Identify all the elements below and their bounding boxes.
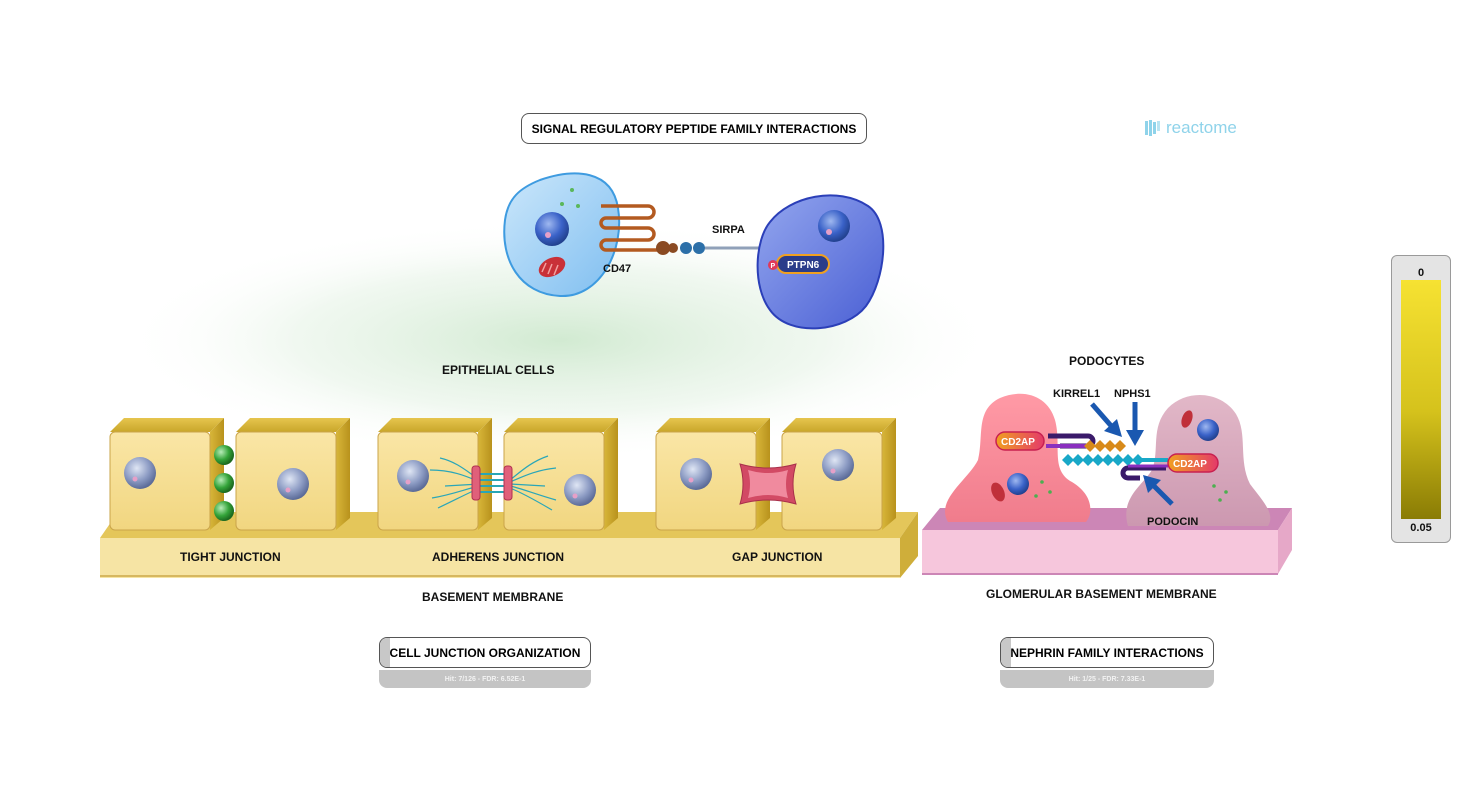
glomerular-basement-membrane-label: GLOMERULAR BASEMENT MEMBRANE [986, 587, 1217, 601]
basement-membrane-label: BASEMENT MEMBRANE [422, 590, 563, 604]
macrophage-cell[interactable] [503, 172, 621, 298]
mitochondrion-icon [991, 482, 1005, 502]
epithelial-cell[interactable] [503, 418, 618, 531]
cd2ap-protein-left[interactable]: CD2AP [995, 431, 1045, 451]
nephrin-pathway-box[interactable]: NEPHRIN FAMILY INTERACTIONS [1000, 637, 1214, 668]
podocytes-label: PODOCYTES [1069, 354, 1144, 368]
coverage-bar [1001, 638, 1011, 667]
nucleus-icon [397, 460, 429, 492]
sirpa-label: SIRPA [712, 224, 745, 236]
podocyte-cell-left[interactable] [945, 393, 1091, 522]
svg-text:CD2AP: CD2AP [1173, 459, 1207, 470]
coverage-bar [380, 638, 390, 667]
mitochondrion-icon [538, 256, 566, 278]
sirp-pathway-title: SIGNAL REGULATORY PEPTIDE FAMILY INTERAC… [531, 121, 857, 136]
tight-junction-label: TIGHT JUNCTION [180, 550, 281, 564]
arrow-icon [1143, 475, 1174, 506]
mitochondrion-icon [1181, 410, 1193, 428]
nephrin-stat: Hit: 1/25 - FDR: 7.33E-1 [1000, 670, 1214, 688]
epithelial-cells-label: EPITHELIAL CELLS [442, 363, 554, 377]
cd47-label: CD47 [603, 263, 631, 275]
nucleus-icon [277, 468, 309, 500]
cd2ap-protein-right[interactable]: CD2AP [1167, 453, 1219, 473]
adherens-junction-icon[interactable] [429, 455, 557, 511]
sirp-pathway-box[interactable]: SIGNAL REGULATORY PEPTIDE FAMILY INTERAC… [521, 113, 867, 144]
legend-top-value: 0 [1417, 267, 1425, 279]
cell-junction-stat: Hit: 7/126 - FDR: 6.52E-1 [379, 670, 591, 688]
nucleus-icon [822, 449, 854, 481]
brand-name: reactome [1166, 118, 1237, 137]
phosphorylation-icon [768, 260, 778, 270]
nephrin-pathway-title: NEPHRIN FAMILY INTERACTIONS [1010, 645, 1204, 660]
nucleus-icon [818, 210, 850, 242]
svg-text:P: P [771, 263, 776, 270]
nucleus-icon [564, 474, 596, 506]
reactome-brand: reactome [1144, 118, 1237, 138]
podocin-protein[interactable] [1120, 464, 1168, 481]
nucleus-icon [124, 457, 156, 489]
nphs1-label: NPHS1 [1114, 388, 1151, 400]
gap-junction-label: GAP JUNCTION [732, 550, 822, 564]
ptpn6-label: PTPN6 [787, 260, 820, 271]
epithelial-cell[interactable] [781, 418, 896, 531]
legend-gradient [1401, 280, 1441, 519]
nucleus-icon [1007, 473, 1029, 495]
svg-text:CD2AP: CD2AP [1001, 437, 1035, 448]
reactome-logo-icon [1145, 120, 1160, 136]
tight-junction-icon[interactable] [214, 445, 234, 521]
nucleus-icon [680, 458, 712, 490]
arrow-icon [1090, 402, 1122, 437]
color-legend[interactable]: 0 0.05 [1391, 255, 1451, 543]
nucleus-icon [535, 212, 569, 246]
ptpn6-protein[interactable]: PTPN6 P [768, 254, 830, 274]
gap-junction-icon[interactable] [739, 463, 797, 505]
epithelial-cell[interactable] [235, 418, 350, 531]
kirrel1-label: KIRREL1 [1053, 388, 1100, 400]
cell-junction-pathway-title: CELL JUNCTION ORGANIZATION [389, 645, 581, 660]
arrow-icon [1126, 402, 1144, 446]
nphs1-protein[interactable] [1062, 454, 1168, 466]
adherens-junction-label: ADHERENS JUNCTION [432, 550, 564, 564]
legend-bottom-value: 0.05 [1410, 522, 1432, 534]
epithelial-cell[interactable] [109, 418, 224, 531]
kirrel1-protein[interactable] [1046, 433, 1126, 452]
nucleus-icon [1197, 419, 1219, 441]
epithelial-cell[interactable] [377, 418, 492, 531]
cd47-receptor-icon[interactable] [599, 204, 670, 255]
podocin-label: PODOCIN [1147, 516, 1198, 528]
cell-junction-pathway-box[interactable]: CELL JUNCTION ORGANIZATION [379, 637, 591, 668]
